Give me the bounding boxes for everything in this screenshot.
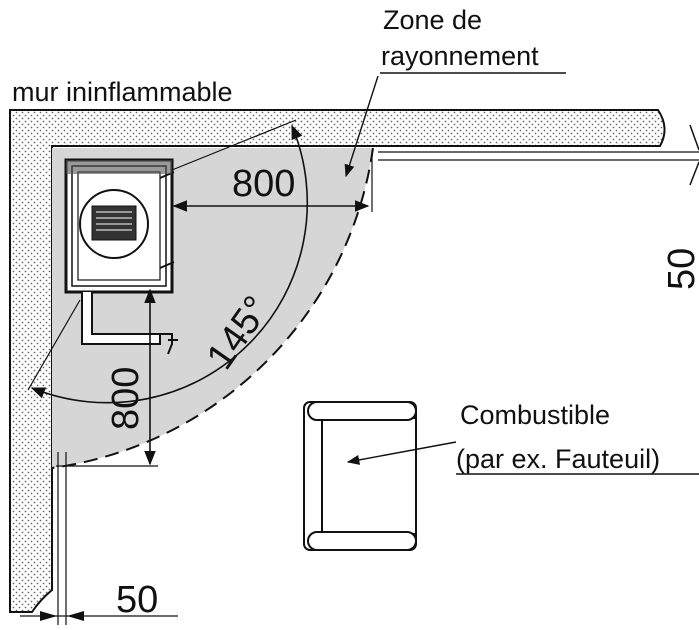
gap-bottom-arrow-right [67, 611, 84, 621]
armchair [303, 401, 417, 551]
combustible-label-line2: (par ex. Fauteuil) [456, 444, 660, 474]
zone-leader [344, 75, 379, 178]
gap-right-arrow-bottom [689, 161, 699, 186]
angle-ray-left [27, 299, 81, 391]
gap-right-value: 50 [661, 248, 699, 290]
zone-label-line1: Zone de [383, 5, 482, 35]
gap-bottom-value: 50 [116, 579, 158, 621]
angle-ray-top [171, 119, 297, 171]
combustible-label-line1: Combustible [460, 400, 610, 430]
dim-vertical-value: 800 [105, 367, 147, 430]
wall-label: mur ininflammable [12, 77, 233, 107]
angle-arc [30, 124, 309, 404]
dim-horizontal-value: 800 [232, 163, 295, 205]
gap-right-arrow-top [689, 124, 699, 151]
stove [64, 158, 175, 294]
gap-bottom-arrow-left [40, 611, 57, 621]
combustible-leader [346, 441, 457, 465]
stove-stand-foot [160, 333, 178, 355]
zone-label-line2: rayonnement [381, 41, 539, 71]
